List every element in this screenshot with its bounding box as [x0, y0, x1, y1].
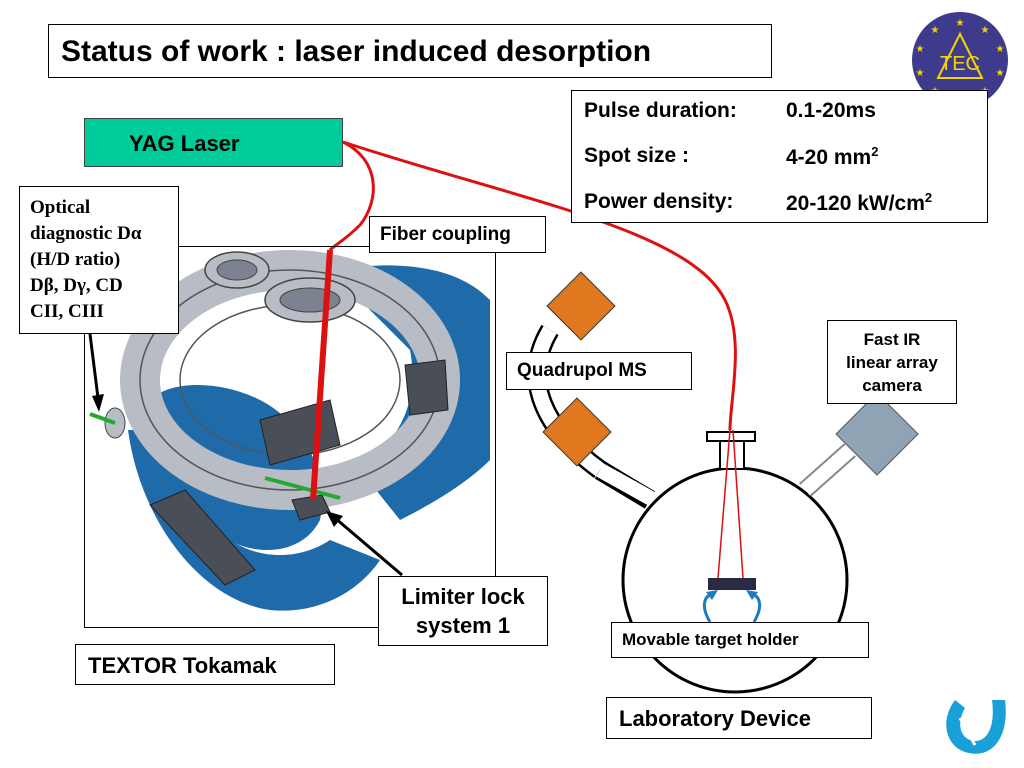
svg-text:★: ★	[996, 44, 1005, 55]
spec-power-sup: 2	[924, 190, 933, 205]
spec-pulse-label: Pulse duration:	[584, 99, 737, 122]
spec-spot-sup: 2	[871, 144, 879, 159]
laser-specs-box: Pulse duration: 0.1-20ms Spot size : 4-2…	[571, 90, 988, 223]
laser-fiber-path	[328, 140, 375, 252]
corner-logo	[946, 700, 1006, 754]
spec-power-value-wrap: 20-120 kW/cm2	[786, 190, 932, 216]
laboratory-device-label: Laboratory Device	[606, 697, 872, 739]
optical-line: (H/D ratio)	[30, 249, 121, 270]
optical-line: Dβ, Dγ, CD	[30, 275, 123, 296]
arrow-optical-to-port	[88, 333, 104, 412]
fast-ir-line: camera	[862, 376, 922, 395]
limiter-line: Limiter lock	[401, 584, 525, 609]
arrow-limiter	[326, 511, 403, 577]
fast-ir-line: Fast IR	[863, 330, 921, 349]
movable-target-label: Movable target holder	[611, 622, 869, 658]
textor-tokamak-label: TEXTOR Tokamak	[75, 644, 335, 685]
svg-text:★: ★	[916, 44, 925, 55]
page-title: Status of work : laser induced desorptio…	[48, 24, 772, 78]
spec-spot-label: Spot size :	[584, 144, 690, 167]
spec-spot-value: 4-20 mm	[786, 146, 872, 169]
svg-text:★: ★	[916, 68, 925, 79]
textor-frame	[84, 246, 496, 628]
fast-ir-line: linear array	[846, 353, 938, 372]
svg-text:★: ★	[981, 25, 990, 36]
yag-laser-box: YAG Laser	[84, 118, 343, 167]
textor-tokamak-drawing	[89, 249, 490, 611]
svg-text:★: ★	[956, 18, 965, 29]
quadrupol-ms-label: Quadrupol MS	[506, 352, 692, 390]
limiter-line: system 1	[415, 613, 511, 638]
spec-spot-value-wrap: 4-20 mm2	[786, 144, 878, 170]
optical-line: diagnostic Dα	[30, 223, 142, 244]
spec-power-value: 20-120 kW/cm	[786, 192, 925, 215]
laser-fiber-to-lab	[342, 140, 737, 431]
optical-diagnostic-box: Optical diagnostic Dα (H/D ratio) Dβ, Dγ…	[19, 186, 179, 334]
limiter-lock-label: Limiter lock system 1	[378, 576, 548, 646]
optical-line: CII, CIII	[30, 301, 104, 322]
spec-pulse-value: 0.1-20ms	[786, 99, 876, 122]
fast-ir-camera-label: Fast IR linear array camera	[827, 320, 957, 404]
tec-logo: ★ ★ ★ ★ ★ ★ ★ ★ ★ ★ TEC	[912, 12, 1008, 108]
svg-text:★: ★	[931, 25, 940, 36]
tec-logo-text: TEC	[940, 53, 980, 75]
fiber-coupling-label: Fiber coupling	[369, 216, 546, 253]
spec-power-label: Power density:	[584, 190, 734, 213]
svg-text:★: ★	[996, 68, 1005, 79]
optical-line: Optical	[30, 197, 91, 218]
